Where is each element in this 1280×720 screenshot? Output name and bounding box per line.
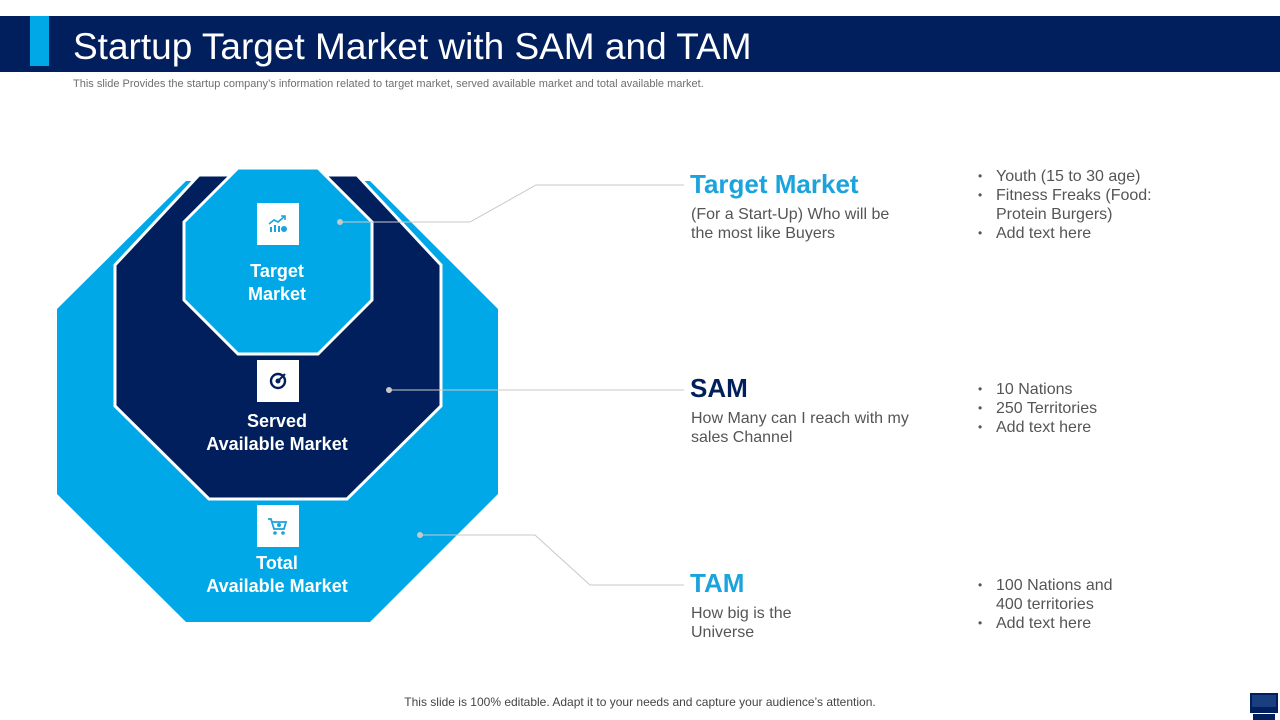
target-market-description: (For a Start-Up) Who will be the most li… (691, 206, 890, 242)
title-bar (0, 16, 1280, 72)
chart-growth-icon (257, 203, 299, 245)
page-title: Startup Target Market with SAM and TAM (73, 26, 752, 67)
list-item: Add text here (977, 224, 1177, 243)
tam-description: How big is the Universe (691, 605, 792, 641)
sam-description: How Many can I reach with my sales Chann… (691, 410, 909, 446)
list-item: 10 Nations (977, 380, 1177, 399)
target-market-heading: Target Market (690, 169, 859, 199)
presentation-screen-icon (1250, 693, 1278, 720)
target-market-bullets: Youth (15 to 30 age) Fitness Freaks (Foo… (977, 167, 1177, 243)
page-subtitle: This slide Provides the startup company’… (73, 78, 704, 90)
total-available-market-label: Total Available Market (206, 553, 348, 596)
connector-dot-target (337, 219, 343, 225)
list-item: Fitness Freaks (Food: Protein Burgers) (977, 186, 1177, 224)
connector-target-market (340, 184, 684, 223)
connector-dot-tam (417, 532, 423, 538)
connector-tam (420, 534, 684, 586)
title-accent-bar (30, 16, 49, 66)
footer-note: This slide is 100% editable. Adapt it to… (404, 695, 876, 709)
connector-dot-sam (386, 387, 392, 393)
tam-heading: TAM (690, 568, 745, 598)
list-item: Youth (15 to 30 age) (977, 167, 1177, 186)
target-icon (257, 360, 299, 402)
served-available-market-label: Served Available Market (206, 411, 348, 454)
target-market-label: Target Market (247, 261, 307, 304)
tam-bullets: 100 Nations and 400 territories Add text… (977, 576, 1137, 633)
shopping-cart-icon (257, 505, 299, 547)
list-item: 250 Territories (977, 399, 1177, 418)
sam-bullets: 10 Nations 250 Territories Add text here (977, 380, 1177, 437)
list-item: Add text here (977, 614, 1137, 633)
list-item: Add text here (977, 418, 1177, 437)
list-item: 100 Nations and 400 territories (977, 576, 1137, 614)
target-market-octagon (182, 166, 374, 356)
sam-heading: SAM (690, 373, 748, 403)
